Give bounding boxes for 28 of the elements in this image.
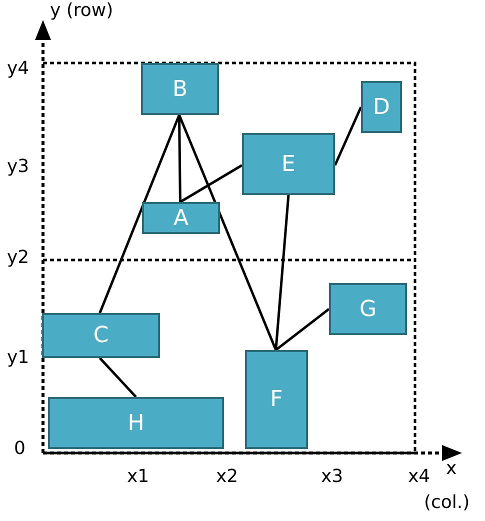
block-box: E	[242, 133, 335, 195]
connector-line	[334, 106, 362, 166]
axis-label: 0	[14, 440, 26, 458]
axis-label: y1	[7, 349, 30, 367]
axis-label: x4	[408, 468, 430, 486]
connector-line	[180, 164, 243, 204]
connector-line	[98, 114, 180, 314]
axis-label: x2	[216, 468, 238, 486]
axis-label: (col.)	[424, 494, 470, 512]
connector-line	[98, 357, 137, 398]
axis-label: y2	[7, 249, 30, 267]
block-box: H	[48, 397, 224, 449]
block-box: C	[42, 313, 160, 358]
block-box: B	[141, 63, 219, 115]
axis-label: y4	[7, 60, 30, 78]
block-box: D	[361, 81, 402, 133]
connector-line	[274, 194, 290, 350]
axis-label: x3	[321, 468, 344, 486]
block-box: A	[142, 202, 220, 234]
axis-label: y3	[7, 158, 30, 176]
connector-line	[178, 114, 182, 202]
connector-line	[178, 114, 278, 350]
axis-label: x	[446, 460, 457, 478]
block-box: F	[245, 350, 308, 449]
axis-label: y (row)	[50, 2, 114, 20]
axis-label: x1	[127, 468, 150, 486]
block-box: G	[329, 283, 407, 335]
connector-line	[275, 308, 330, 351]
